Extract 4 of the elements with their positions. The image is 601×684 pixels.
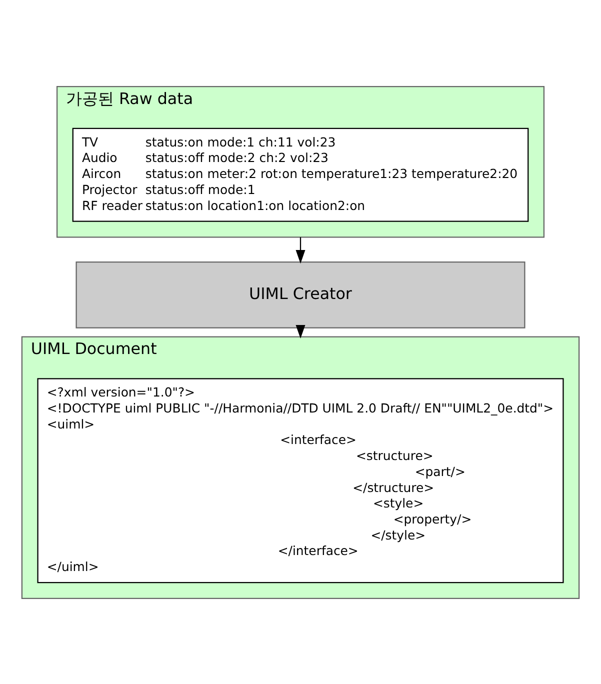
arrow: [296, 236, 306, 264]
arrow: [296, 324, 306, 338]
node-box: <?xml version="1.0"?> <!DOCTYPE uiml PUBLIC "-//Harmonia//DTD UIML 2.0 Draft// EN""UIML2_0e.dtd"> <uiml> <interface> <structure> <part/> </structure> <style> <property/> </style> </interface> </uiml>: [37, 378, 564, 583]
node-box: TV status:on mode:1 ch:11 vol:23 Audio status:off mode:2 ch:2 vol:23 Aircon status:on meter:2 rot:on temperature1:23 temperature2:20 Projector status:off mode:1 RF reader status:on location1:on location2:on: [72, 127, 529, 222]
